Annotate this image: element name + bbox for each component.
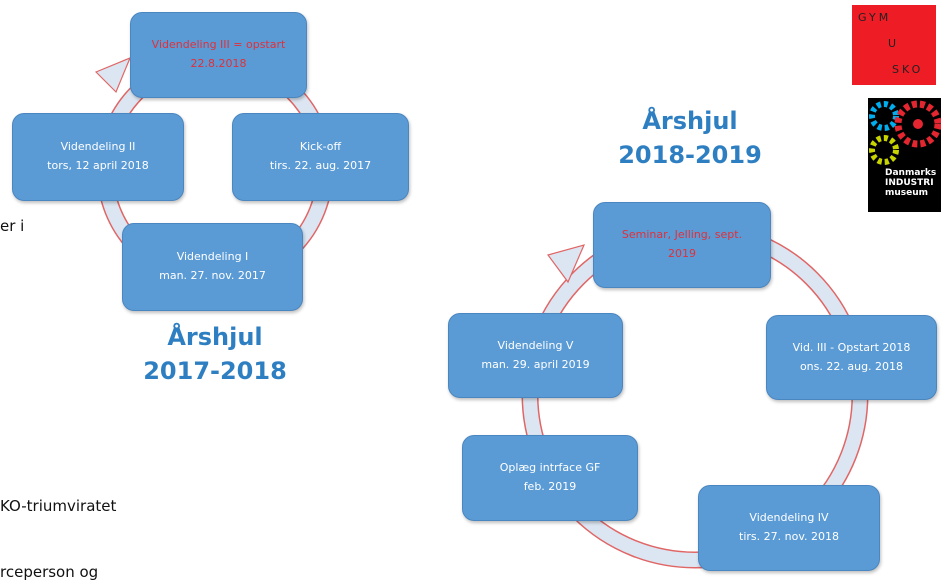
box-videndeling-iii-opstart: Videndeling III = opstart 22.8.2018 — [130, 12, 307, 98]
title-line1: Årshjul — [167, 323, 263, 351]
danmarks-industrimuseum-logo: Danmarks INDUSTRI museum — [868, 98, 941, 212]
box-line2: tirs. 22. aug. 2017 — [269, 159, 372, 172]
title-2018-2019: Årshjul 2018-2019 — [595, 104, 785, 172]
box-videndeling-ii: Videndeling II tors, 12 april 2018 — [12, 113, 184, 201]
title-2017-2018: Årshjul 2017-2018 — [120, 320, 310, 388]
title-line2: 2017-2018 — [143, 357, 287, 385]
text-fragment-2: KO-triumviratet — [0, 497, 117, 515]
box-line1: Kick-off — [299, 140, 342, 154]
box-line2: tors, 12 april 2018 — [47, 159, 149, 172]
gears-icon — [869, 100, 941, 165]
museum-line3: museum — [885, 188, 929, 198]
box-oplaeg-interface-gf: Oplæg intrface GF feb. 2019 — [462, 435, 638, 521]
box-line1: Vid. III - Opstart 2018 — [792, 340, 911, 354]
title-line2: 2018-2019 — [618, 141, 762, 169]
arrowhead-2017 — [94, 56, 132, 94]
logo-gym-row2: U — [888, 37, 900, 50]
box-vid-iii-opstart-2018: Vid. III - Opstart 2018 ons. 22. aug. 20… — [766, 315, 937, 400]
gym-usko-logo: GYM U SKO — [852, 5, 936, 85]
box-line2: man. 27. nov. 2017 — [159, 269, 266, 282]
box-seminar-jelling: Seminar, Jelling, sept. 2019 — [593, 202, 771, 288]
arrowhead-2018 — [546, 244, 586, 284]
logo-gym-row3: SKO — [892, 63, 924, 76]
box-line1: Videndeling III = opstart — [151, 38, 286, 52]
box-line2: man. 29. april 2019 — [481, 357, 590, 371]
museum-line2: INDUSTRI — [885, 178, 934, 188]
museum-name: Danmarks INDUSTRI museum — [885, 168, 936, 198]
box-kick-off: Kick-off tirs. 22. aug. 2017 — [232, 113, 409, 201]
box-videndeling-v: Videndeling V man. 29. april 2019 — [448, 313, 623, 398]
box-line1: Videndeling II — [60, 140, 136, 154]
box-line2: feb. 2019 — [523, 480, 577, 493]
text-fragment-3: rceperson og — [0, 563, 99, 581]
text-fragment-1: er i — [0, 217, 25, 235]
box-videndeling-i: Videndeling I man. 27. nov. 2017 — [122, 223, 303, 311]
box-line1: Oplæg intrface GF — [499, 461, 601, 475]
box-line2: 2019 — [668, 247, 696, 260]
box-line2: tirs. 27. nov. 2018 — [739, 530, 839, 543]
box-line1: Videndeling I — [176, 250, 249, 264]
title-line1: Årshjul — [642, 107, 738, 135]
box-line2: 22.8.2018 — [190, 57, 247, 70]
box-videndeling-iv: Videndeling IV tirs. 27. nov. 2018 — [698, 485, 880, 571]
box-line2: ons. 22. aug. 2018 — [799, 359, 904, 373]
box-line1: Videndeling IV — [749, 511, 829, 525]
logo-gym-row1: GYM — [858, 11, 892, 24]
box-line1: Seminar, Jelling, sept. — [621, 228, 743, 242]
museum-line1: Danmarks — [885, 168, 937, 178]
box-line1: Videndeling V — [497, 338, 574, 352]
